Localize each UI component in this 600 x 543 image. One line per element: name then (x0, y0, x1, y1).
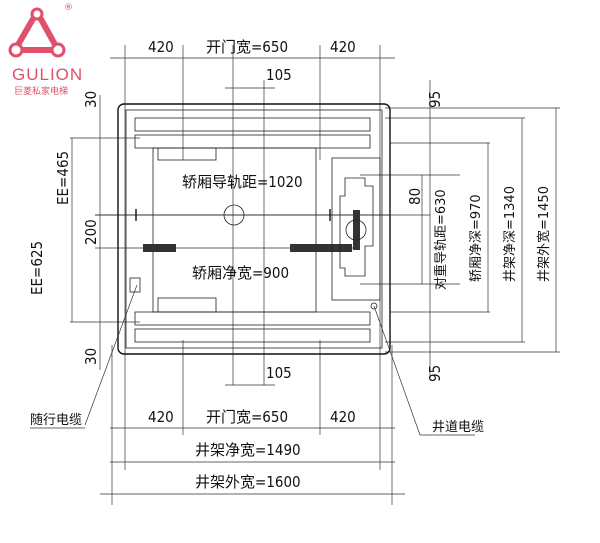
travel-cable-label: 随行电缆 (30, 412, 82, 428)
top-dim-offset: 105 (266, 66, 292, 84)
right-dim-car-depth: 轿厢净深=970 (469, 194, 484, 282)
registered-mark: ® (64, 3, 73, 13)
right-dim-top-gap: 95 (426, 91, 444, 108)
bottom-dim-shaft-outer-width: 井架外宽=1600 (195, 473, 301, 491)
shaft-cable-label: 井道电缆 (432, 419, 484, 435)
left-dim-200: 200 (82, 219, 100, 245)
bottom-dim-door: 开门宽=650 (206, 408, 288, 426)
counterweight (331, 157, 381, 310)
brand-name: GULION (12, 65, 83, 84)
right-dim-shaft-clear-depth: 井架净深=1340 (503, 186, 518, 282)
bottom-dim-offset: 105 (266, 364, 292, 382)
bottom-dim-left: 420 (148, 408, 174, 426)
right-dim-bottom-gap: 95 (426, 365, 444, 382)
top-dim-door: 开门宽=650 (206, 38, 288, 56)
right-dim-cw-rail: 对重导轨距=630 (433, 189, 449, 290)
left-dim-bottom-gap: 30 (82, 348, 100, 365)
left-dim-top-gap: 30 (82, 91, 100, 108)
gulion-logo: ® GULION 巨菱私家电梯 (8, 3, 83, 97)
car-clear-width: 轿厢净宽=900 (192, 264, 289, 282)
bottom-dim-right: 420 (330, 408, 356, 426)
shaft-frame (117, 103, 391, 355)
car-rail-distance: 轿厢导轨距=1020 (182, 173, 303, 191)
top-dim-right: 420 (330, 38, 356, 56)
bottom-dim-shaft-clear-width: 井架净宽=1490 (195, 441, 301, 459)
left-dim-ee625: EE=625 (28, 241, 46, 295)
top-dim-left: 420 (148, 38, 174, 56)
right-dim-80: 80 (406, 188, 424, 205)
elevator-car (95, 147, 390, 313)
left-dim-ee465: EE=465 (54, 151, 72, 205)
right-dim-shaft-outer-depth: 井架外宽=1450 (536, 186, 552, 282)
brand-subtitle: 巨菱私家电梯 (14, 85, 68, 97)
